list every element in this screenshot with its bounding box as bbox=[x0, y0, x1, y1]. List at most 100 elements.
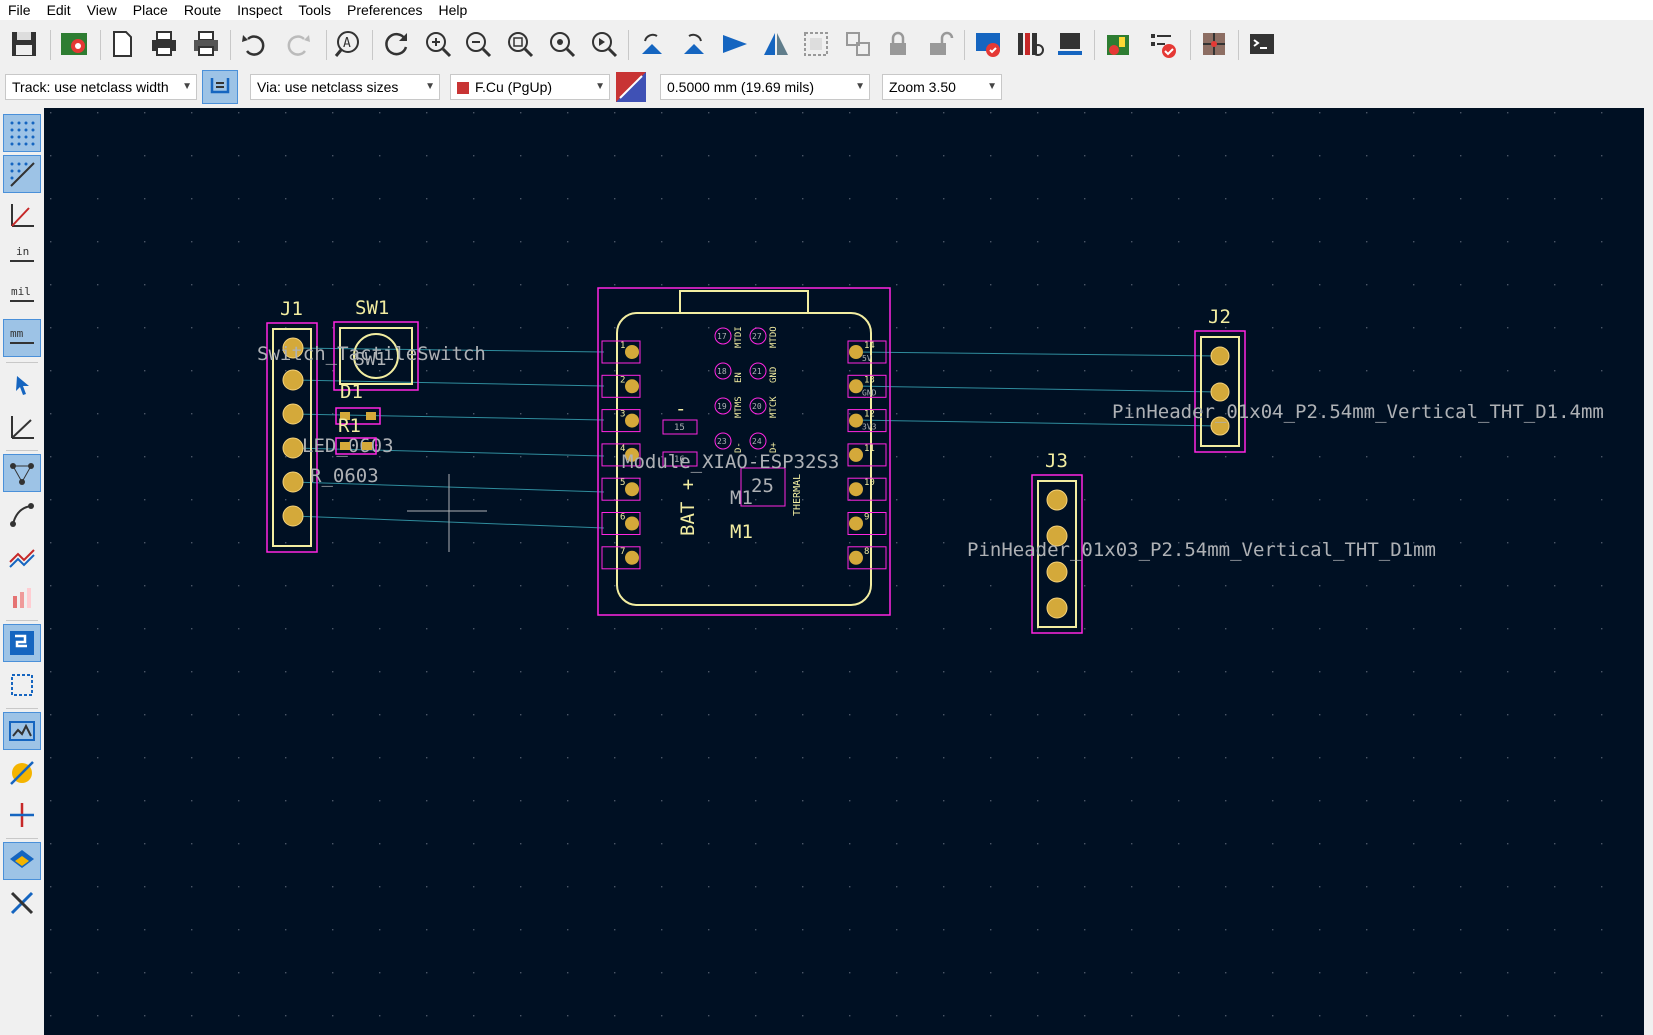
grid-overrides-icon[interactable] bbox=[3, 155, 41, 193]
rotate-cw-icon[interactable] bbox=[676, 26, 712, 62]
fill-vias-icon[interactable] bbox=[3, 796, 41, 834]
drc-icon[interactable] bbox=[1144, 26, 1180, 62]
footprint-editor-icon[interactable] bbox=[1052, 26, 1088, 62]
show-3d-icon[interactable] bbox=[1100, 26, 1136, 62]
redo-icon[interactable] bbox=[280, 26, 316, 62]
grid-value: 0.5000 mm (19.69 mils) bbox=[667, 79, 815, 95]
m1-pad-16: 16 bbox=[674, 455, 685, 465]
main-toolbar: A bbox=[0, 20, 1653, 68]
m1-right-pad-label: GND bbox=[862, 388, 877, 397]
j1-reference: J1 bbox=[280, 298, 303, 320]
m1-reference-fab: M1 bbox=[730, 487, 753, 509]
grid-select[interactable]: 0.5000 mm (19.69 mils) ▼ bbox=[660, 74, 870, 100]
auto-track-width-button[interactable] bbox=[202, 70, 238, 104]
layer-pair-icon[interactable] bbox=[616, 72, 646, 102]
undo-icon[interactable] bbox=[236, 26, 272, 62]
chevron-down-icon: ▼ bbox=[855, 81, 865, 92]
m1-left-pad-number: 4 bbox=[620, 444, 625, 454]
mirror-icon[interactable] bbox=[758, 26, 794, 62]
units-mm-icon[interactable]: mm bbox=[3, 319, 41, 357]
m1-inner-pad-label: D+ bbox=[769, 442, 779, 453]
print-icon[interactable] bbox=[146, 26, 182, 62]
update-from-schematic-icon[interactable] bbox=[970, 26, 1006, 62]
menu-tools[interactable]: Tools bbox=[298, 2, 331, 18]
save-icon[interactable] bbox=[6, 26, 42, 62]
rotate-ccw-icon[interactable] bbox=[634, 26, 670, 62]
plot-icon[interactable] bbox=[188, 26, 224, 62]
svg-text:in: in bbox=[16, 245, 29, 258]
appearance-icon[interactable] bbox=[3, 712, 41, 750]
zoom-select[interactable]: Zoom 3.50▼ bbox=[882, 74, 1002, 100]
unlock-icon[interactable] bbox=[922, 26, 958, 62]
zoom-objects-icon[interactable] bbox=[544, 26, 580, 62]
show-zones-icon[interactable] bbox=[3, 538, 41, 576]
zoom-fit-icon[interactable] bbox=[502, 26, 538, 62]
zoom-in-icon[interactable] bbox=[420, 26, 456, 62]
page-settings-icon[interactable] bbox=[104, 26, 140, 62]
menu-place[interactable]: Place bbox=[132, 2, 168, 18]
footprint-j3[interactable]: J3 PinHeader_01x03_P2.54mm_Vertical_THT_… bbox=[967, 450, 1436, 634]
ratsnest-icon[interactable] bbox=[3, 454, 41, 492]
footprint-j2[interactable]: J2 PinHeader_01x04_P2.54mm_Vertical_THT_… bbox=[1112, 306, 1604, 453]
selection-filter-icon[interactable] bbox=[3, 666, 41, 704]
footprint-r1[interactable]: R1 R_0603 bbox=[310, 415, 379, 487]
lock-icon[interactable] bbox=[880, 26, 916, 62]
m1-left-pad-number: 5 bbox=[620, 478, 625, 488]
curved-ratsnest-icon[interactable] bbox=[3, 496, 41, 534]
find-icon[interactable]: A bbox=[330, 26, 366, 62]
fill-pads-icon[interactable] bbox=[3, 754, 41, 792]
flip-icon[interactable] bbox=[716, 26, 752, 62]
properties-icon[interactable] bbox=[3, 884, 41, 922]
menu-route[interactable]: Route bbox=[183, 2, 222, 18]
track-width-select[interactable]: Track: use netclass width▼ bbox=[5, 74, 197, 100]
group-icon[interactable] bbox=[798, 26, 834, 62]
units-inches-icon[interactable]: in bbox=[3, 238, 41, 276]
menu-preferences[interactable]: Preferences bbox=[347, 2, 423, 18]
pcb-canvas[interactable]: J1 SW1 SW1 Switch_TactileSwitch D1 LED_0… bbox=[44, 108, 1644, 1035]
r1-value: R_0603 bbox=[310, 465, 379, 487]
redraw-icon[interactable] bbox=[378, 26, 414, 62]
right-edge bbox=[1644, 108, 1653, 1035]
footprint-sw1[interactable]: SW1 SW1 bbox=[333, 297, 419, 391]
m1-left-pad bbox=[625, 516, 639, 531]
zoom-selection-icon[interactable] bbox=[586, 26, 622, 62]
m1-right-pad-number: 11 bbox=[864, 444, 875, 454]
measure-icon[interactable] bbox=[3, 408, 41, 446]
net-inspector-icon[interactable] bbox=[1196, 26, 1232, 62]
layer-select[interactable]: F.Cu (PgUp)▼ bbox=[450, 74, 610, 100]
cursor-icon[interactable] bbox=[3, 366, 41, 404]
menu-file[interactable]: File bbox=[8, 2, 31, 18]
grid-background bbox=[44, 108, 1644, 1035]
m1-thermal-label: THERMAL bbox=[792, 474, 803, 516]
menu-edit[interactable]: Edit bbox=[46, 2, 71, 18]
m1-inner-pad bbox=[714, 397, 732, 415]
menu-help[interactable]: Help bbox=[438, 2, 468, 18]
via-size-select[interactable]: Via: use netclass sizes▼ bbox=[250, 74, 440, 100]
m1-inner-pad bbox=[749, 397, 767, 415]
menu-inspect[interactable]: Inspect bbox=[237, 2, 283, 18]
high-contrast-icon[interactable] bbox=[3, 624, 41, 662]
m1-right-pad-number: 12 bbox=[864, 410, 875, 420]
show-pads-icon[interactable] bbox=[3, 578, 41, 616]
sw1-reference: SW1 bbox=[355, 297, 389, 319]
terminal-icon[interactable] bbox=[1244, 26, 1280, 62]
footprint-library-icon[interactable] bbox=[1012, 26, 1048, 62]
m1-left-pad-number: 6 bbox=[620, 513, 625, 523]
footprint-j1[interactable]: J1 bbox=[266, 298, 318, 553]
m1-inner-pad-label: MTCK bbox=[769, 396, 779, 418]
m1-left-pad bbox=[625, 413, 639, 428]
grid-dots-icon[interactable] bbox=[3, 114, 41, 152]
pcb-view[interactable]: J1 SW1 SW1 Switch_TactileSwitch D1 LED_0… bbox=[44, 108, 1644, 1035]
polar-coords-icon[interactable] bbox=[3, 196, 41, 234]
chevron-down-icon: ▼ bbox=[595, 81, 605, 92]
zoom-out-icon[interactable] bbox=[460, 26, 496, 62]
units-mils-icon[interactable]: mil bbox=[3, 278, 41, 316]
menu-view[interactable]: View bbox=[86, 2, 117, 18]
board-setup-icon[interactable] bbox=[56, 26, 92, 62]
chevron-down-icon: ▼ bbox=[987, 81, 997, 92]
layers-icon[interactable] bbox=[3, 842, 41, 880]
m1-right-pad-number: 10 bbox=[864, 478, 875, 488]
ungroup-icon[interactable] bbox=[840, 26, 876, 62]
